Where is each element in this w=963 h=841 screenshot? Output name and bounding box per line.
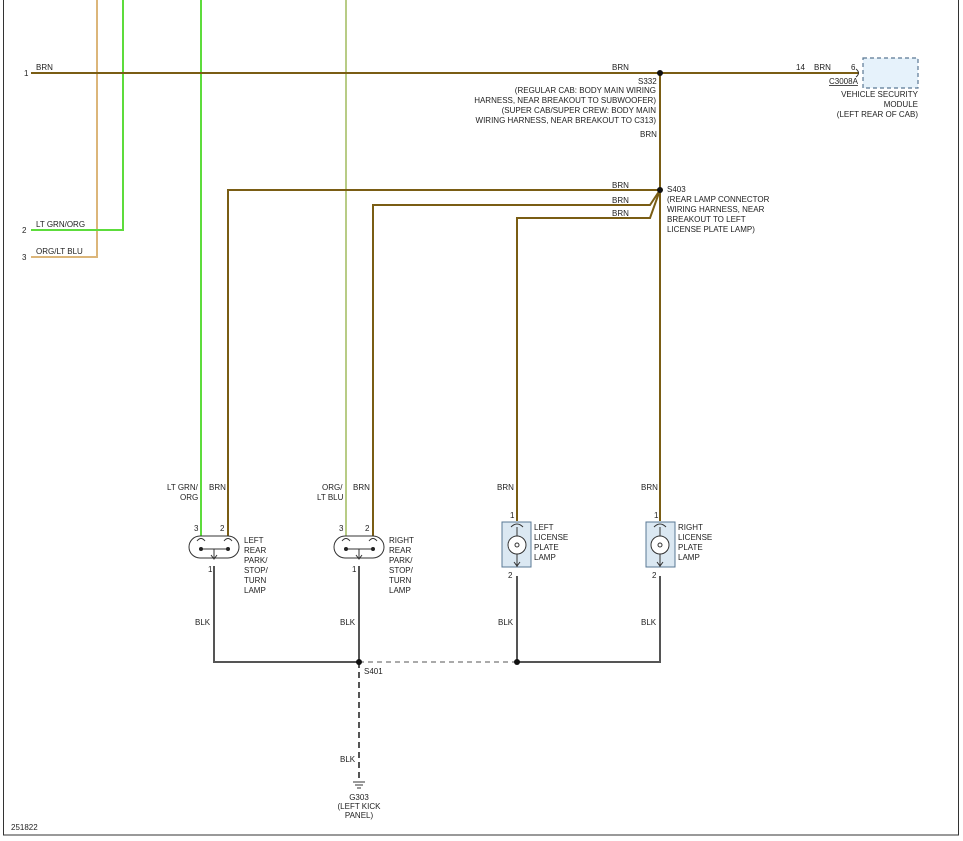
left-rear-lamp-name-3: PARK/ [244, 556, 268, 565]
wire-label-brn-module: BRN [814, 63, 831, 72]
ground-note-line-1: (LEFT KICK [338, 802, 382, 811]
diagram-border [3, 0, 959, 836]
ground-icon [353, 781, 365, 789]
left-rear-lamp-name-1: LEFT [244, 536, 264, 545]
splice-s403-label: S403 [667, 185, 686, 194]
ground-id-label: G303 [349, 793, 369, 802]
left-license-pin-2: 2 [508, 571, 513, 580]
right-license-pin-2: 2 [652, 571, 657, 580]
module-name-line-2: MODULE [884, 100, 918, 109]
wire-label-lt-grn-slash: LT GRN/ [167, 483, 199, 492]
pin-2-label: 2 [22, 226, 27, 235]
left-rear-lamp-name-4: STOP/ [244, 566, 269, 575]
module-name-line-1: VEHICLE SECURITY [841, 90, 919, 99]
left-license-lamp-name-2: LICENSE [534, 533, 568, 542]
wire-label-brn-s403-1: BRN [612, 181, 629, 190]
s332-note-line-4: WIRING HARNESS, NEAR BREAKOUT TO C313) [476, 116, 657, 125]
wire-blk-license-lamps [516, 576, 661, 663]
wire-label-brn-right-rear: BRN [353, 483, 370, 492]
left-license-lamp-name-4: LAMP [534, 553, 556, 562]
wire-label-blk-right-license: BLK [641, 618, 657, 627]
right-rear-pin-3: 3 [339, 524, 344, 533]
splice-dot-s332 [657, 70, 663, 76]
right-license-lamp-name-3: PLATE [678, 543, 703, 552]
left-rear-pin-3: 3 [194, 524, 199, 533]
left-rear-lamp-name-2: REAR [244, 546, 266, 555]
wire-lt-grn-org-pin2 [31, 0, 124, 231]
splice-dot-s401 [356, 659, 362, 665]
right-rear-lamp-connector [333, 535, 385, 560]
ground-note-line-2: PANEL) [345, 811, 374, 820]
left-license-pin-1: 1 [510, 511, 515, 520]
pin-3-label: 3 [22, 253, 27, 262]
wire-label-lt-grn-org: LT GRN/ORG [36, 220, 85, 229]
right-rear-pin-2: 2 [365, 524, 370, 533]
wire-label-brn-left-license: BRN [497, 483, 514, 492]
s332-note-line-3: (SUPER CAB/SUPER CREW: BODY MAIN [502, 106, 657, 115]
right-rear-lamp-name-5: TURN [389, 576, 411, 585]
s403-note-line-4: LICENSE PLATE LAMP) [667, 225, 755, 234]
left-license-lamp-symbol [501, 521, 532, 568]
wire-label-brn-main: BRN [36, 63, 53, 72]
right-rear-lamp-name-6: LAMP [389, 586, 411, 595]
left-rear-lamp-name-6: LAMP [244, 586, 266, 595]
wire-label-blk-ground: BLK [340, 755, 356, 764]
left-rear-lamp-name-5: TURN [244, 576, 266, 585]
right-license-lamp-symbol [645, 521, 676, 568]
left-license-lamp-name-1: LEFT [534, 523, 554, 532]
s403-note-line-2: WIRING HARNESS, NEAR [667, 205, 765, 214]
wire-label-org-lt-blu: ORG/LT BLU [36, 247, 83, 256]
right-license-lamp-name-4: LAMP [678, 553, 700, 562]
wire-label-blk-left-license: BLK [498, 618, 514, 627]
vehicle-security-module [862, 57, 919, 89]
module-connector-label: C3008A [829, 77, 859, 86]
wire-label-brn-trunk: BRN [640, 130, 657, 139]
right-license-pin-1: 1 [654, 511, 659, 520]
left-license-lamp-name-3: PLATE [534, 543, 559, 552]
module-pin-6-socket [855, 68, 859, 78]
right-rear-lamp-name-2: REAR [389, 546, 411, 555]
s403-note-line-3: BREAKOUT TO LEFT [667, 215, 746, 224]
left-rear-pin-1: 1 [208, 565, 213, 574]
wire-label-org: ORG [180, 493, 198, 502]
wire-brn-left-license-lamp [516, 188, 662, 521]
s403-note-line-1: (REAR LAMP CONNECTOR [667, 195, 770, 204]
wire-brn-right-rear-lamp [372, 188, 662, 536]
wire-brn-left-rear-lamp [227, 189, 661, 536]
wire-label-blk-left: BLK [195, 618, 211, 627]
wire-org-lt-blu-left [31, 0, 98, 258]
pin-1-label: 1 [24, 69, 29, 78]
wire-label-blk-right: BLK [340, 618, 356, 627]
right-rear-lamp-name-3: PARK/ [389, 556, 413, 565]
wire-blk-left-lamp [213, 566, 360, 663]
pin-6-label: 6 [851, 63, 856, 72]
splice-s332-label: S332 [638, 77, 657, 86]
wire-label-brn-right-license: BRN [641, 483, 658, 492]
left-rear-lamp-connector [188, 535, 240, 560]
wire-label-brn-s403-2: BRN [612, 196, 629, 205]
right-license-lamp-name-2: LICENSE [678, 533, 712, 542]
splice-s401-label: S401 [364, 667, 383, 676]
right-rear-lamp-name-4: STOP/ [389, 566, 414, 575]
splice-dot-s403 [657, 187, 663, 193]
wire-label-org-slash: ORG/ [322, 483, 343, 492]
diagram-id: 251822 [11, 823, 38, 832]
right-rear-lamp-name-1: RIGHT [389, 536, 414, 545]
wire-label-brn-left-rear: BRN [209, 483, 226, 492]
splice-dot-license [514, 659, 520, 665]
wire-label-lt-blu: LT BLU [317, 493, 344, 502]
pin-14-label: 14 [796, 63, 805, 72]
wire-label-brn-s403-3: BRN [612, 209, 629, 218]
s332-note-line-2: HARNESS, NEAR BREAKOUT TO SUBWOOFER) [474, 96, 656, 105]
right-license-lamp-name-1: RIGHT [678, 523, 703, 532]
left-rear-pin-2: 2 [220, 524, 225, 533]
right-rear-pin-1: 1 [352, 565, 357, 574]
module-name-line-3: (LEFT REAR OF CAB) [837, 110, 919, 119]
s332-note-line-1: (REGULAR CAB: BODY MAIN WIRING [515, 86, 656, 95]
wire-label-brn-s332-left: BRN [612, 63, 629, 72]
